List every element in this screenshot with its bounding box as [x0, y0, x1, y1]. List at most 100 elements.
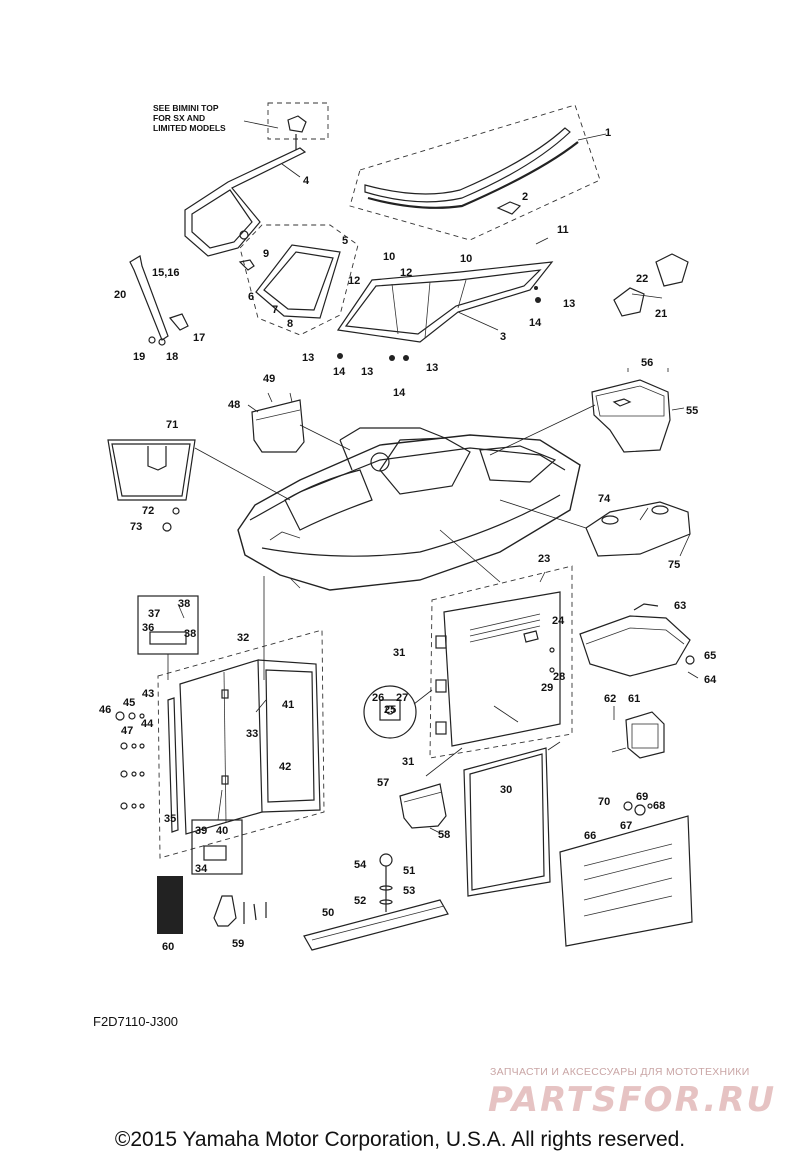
callout-35: 35	[164, 813, 176, 825]
callout-9: 9	[263, 248, 269, 260]
callout-39: 39	[195, 825, 207, 837]
gasket	[463, 741, 561, 897]
hatch-door	[429, 565, 573, 759]
callout-24: 24	[552, 615, 565, 627]
callout-41: 41	[282, 699, 294, 711]
callout-38b: 38	[184, 628, 196, 640]
callout-43: 43	[142, 688, 154, 700]
callout-12a: 12	[348, 275, 360, 287]
callout-61: 61	[628, 693, 640, 705]
callout-37: 37	[148, 608, 160, 620]
callout-67: 67	[620, 820, 632, 832]
side-fasteners	[115, 711, 145, 810]
callout-29: 29	[541, 682, 553, 694]
callout-38a: 38	[178, 598, 190, 610]
watermark-brand: PARTSFOR.RU	[488, 1080, 777, 1120]
callout-60: 60	[162, 941, 174, 953]
callout-47: 47	[121, 725, 133, 737]
note-line-3: LIMITED MODELS	[153, 123, 226, 133]
tool-kit	[213, 895, 267, 927]
callouts: 1 2 3 4 5 6 7 8 9 10 10 11 12 12 13 13 1…	[99, 127, 717, 953]
bow-panel	[107, 439, 291, 532]
brackets	[613, 253, 689, 317]
callout-59: 59	[232, 938, 244, 950]
callout-14b: 14	[393, 387, 406, 399]
callout-44: 44	[141, 718, 154, 730]
callout-68: 68	[653, 800, 665, 812]
bimini-note: SEE BIMINI TOP FOR SX AND LIMITED MODELS	[153, 102, 329, 150]
watermark-tagline: ЗАПЧАСТИ И АКСЕССУАРЫ ДЛЯ МОТОТЕХНИКИ	[490, 1066, 750, 1078]
storage-bin	[247, 392, 351, 453]
callout-13c: 13	[426, 362, 438, 374]
pad	[157, 876, 183, 934]
callout-48: 48	[228, 399, 240, 411]
callout-1: 1	[605, 127, 611, 139]
callout-18: 18	[166, 351, 178, 363]
callout-65: 65	[704, 650, 716, 662]
callout-33: 33	[246, 728, 258, 740]
callout-70: 70	[598, 796, 610, 808]
latch-box-detail	[137, 595, 199, 680]
callout-17: 17	[193, 332, 205, 344]
callout-53: 53	[403, 885, 415, 897]
rear-windshield	[336, 261, 554, 343]
callout-55: 55	[686, 405, 698, 417]
callout-22: 22	[636, 273, 648, 285]
callout-31a: 31	[393, 647, 405, 659]
callout-62: 62	[604, 693, 616, 705]
rear-seat	[499, 499, 691, 557]
cushion	[579, 603, 699, 679]
callout-63: 63	[674, 600, 686, 612]
callout-64: 64	[704, 674, 717, 686]
callout-20: 20	[114, 289, 126, 301]
callout-34: 34	[195, 863, 208, 875]
windshield-frame	[184, 147, 307, 257]
callout-26: 26	[372, 692, 384, 704]
callout-3: 3	[500, 331, 506, 343]
callout-30: 30	[500, 784, 512, 796]
callout-13a: 13	[302, 352, 314, 364]
fasteners-top	[337, 237, 549, 361]
note-line-2: FOR SX AND	[153, 113, 205, 123]
callout-14c: 14	[529, 317, 542, 329]
callout-12b: 12	[400, 267, 412, 279]
door-assembly	[157, 629, 325, 859]
callout-7: 7	[272, 304, 278, 316]
callout-57: 57	[377, 777, 389, 789]
callout-72: 72	[142, 505, 154, 517]
callout-69: 69	[636, 791, 648, 803]
callout-45: 45	[123, 697, 135, 709]
callout-10b: 10	[460, 253, 472, 265]
console-cover	[489, 368, 685, 456]
callout-66: 66	[584, 830, 596, 842]
callout-50: 50	[322, 907, 334, 919]
callout-19: 19	[133, 351, 145, 363]
callout-71: 71	[166, 419, 178, 431]
callout-42: 42	[279, 761, 291, 773]
leader-lines	[263, 529, 501, 680]
callout-21: 21	[655, 308, 667, 320]
callout-13b: 13	[361, 366, 373, 378]
callout-73: 73	[130, 521, 142, 533]
grab-handle	[129, 255, 189, 346]
callout-23: 23	[538, 553, 550, 565]
callout-8: 8	[287, 318, 293, 330]
callout-5: 5	[342, 235, 348, 247]
hinge-box-detail	[191, 789, 243, 875]
callout-6: 6	[248, 291, 254, 303]
callout-36: 36	[142, 622, 154, 634]
callout-28: 28	[553, 671, 565, 683]
callout-2: 2	[522, 191, 528, 203]
note-line-1: SEE BIMINI TOP	[153, 103, 219, 113]
callout-4: 4	[303, 175, 310, 187]
callout-27: 27	[396, 692, 408, 704]
callout-40: 40	[216, 825, 228, 837]
copyright-notice: ©2015 Yamaha Motor Corporation, U.S.A. A…	[114, 1128, 686, 1151]
callout-75: 75	[668, 559, 680, 571]
callout-32: 32	[237, 632, 249, 644]
step-rail	[303, 853, 449, 951]
callout-15-16: 15,16	[152, 267, 180, 279]
callout-58: 58	[438, 829, 450, 841]
callout-54: 54	[354, 859, 367, 871]
